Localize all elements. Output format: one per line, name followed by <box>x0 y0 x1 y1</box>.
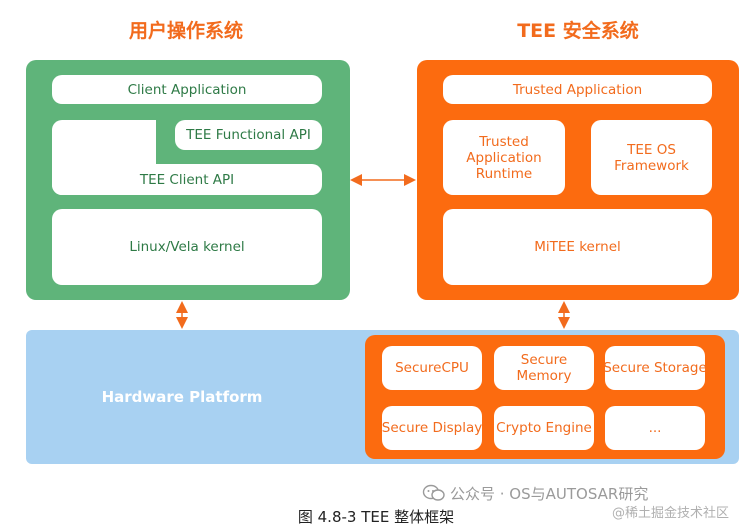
tee-title: TEE 安全系统 <box>517 20 639 42</box>
watermark-line2: @稀土掘金技术社区 <box>612 506 730 521</box>
tee-client-api-box: TEE Client API <box>52 164 322 195</box>
figure-caption: 图 4.8-3 TEE 整体框架 <box>297 508 455 526</box>
linux-vela-kernel-box: Linux/Vela kernel <box>52 209 322 285</box>
secure-storage-box: Secure Storage <box>603 346 707 390</box>
secure-cpu-box: SecureCPU <box>382 346 482 390</box>
secure-memory-box: Secure Memory <box>494 346 594 390</box>
trusted-application-box: Trusted Application <box>443 75 712 104</box>
ellipsis-box: ... <box>605 406 705 450</box>
watermark-line1: 公众号 · OS与AUTOSAR研究 <box>450 485 649 503</box>
secure-display-box: Secure Display <box>382 406 482 450</box>
wechat-icon <box>422 484 445 502</box>
ree-title: 用户操作系统 <box>128 20 243 42</box>
client-application-box: Client Application <box>52 75 322 104</box>
tee-os-framework-box: TEE OS Framework <box>591 120 712 195</box>
tee-functional-api-box: TEE Functional API <box>175 120 322 150</box>
ta-runtime-box: Trusted Application Runtime <box>443 120 565 195</box>
mitee-kernel-box: MiTEE kernel <box>443 209 712 285</box>
crypto-engine-box: Crypto Engine <box>494 406 594 450</box>
hardware-platform-label: Hardware Platform <box>101 388 263 406</box>
